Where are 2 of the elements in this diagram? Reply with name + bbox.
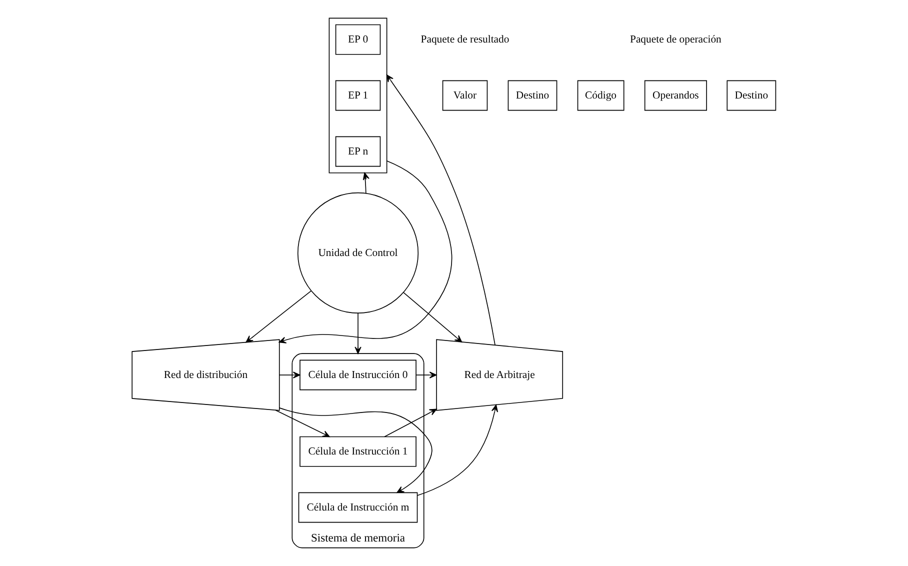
label: Paquete de resultado <box>420 33 510 46</box>
label: Paquete de operación <box>630 33 722 46</box>
